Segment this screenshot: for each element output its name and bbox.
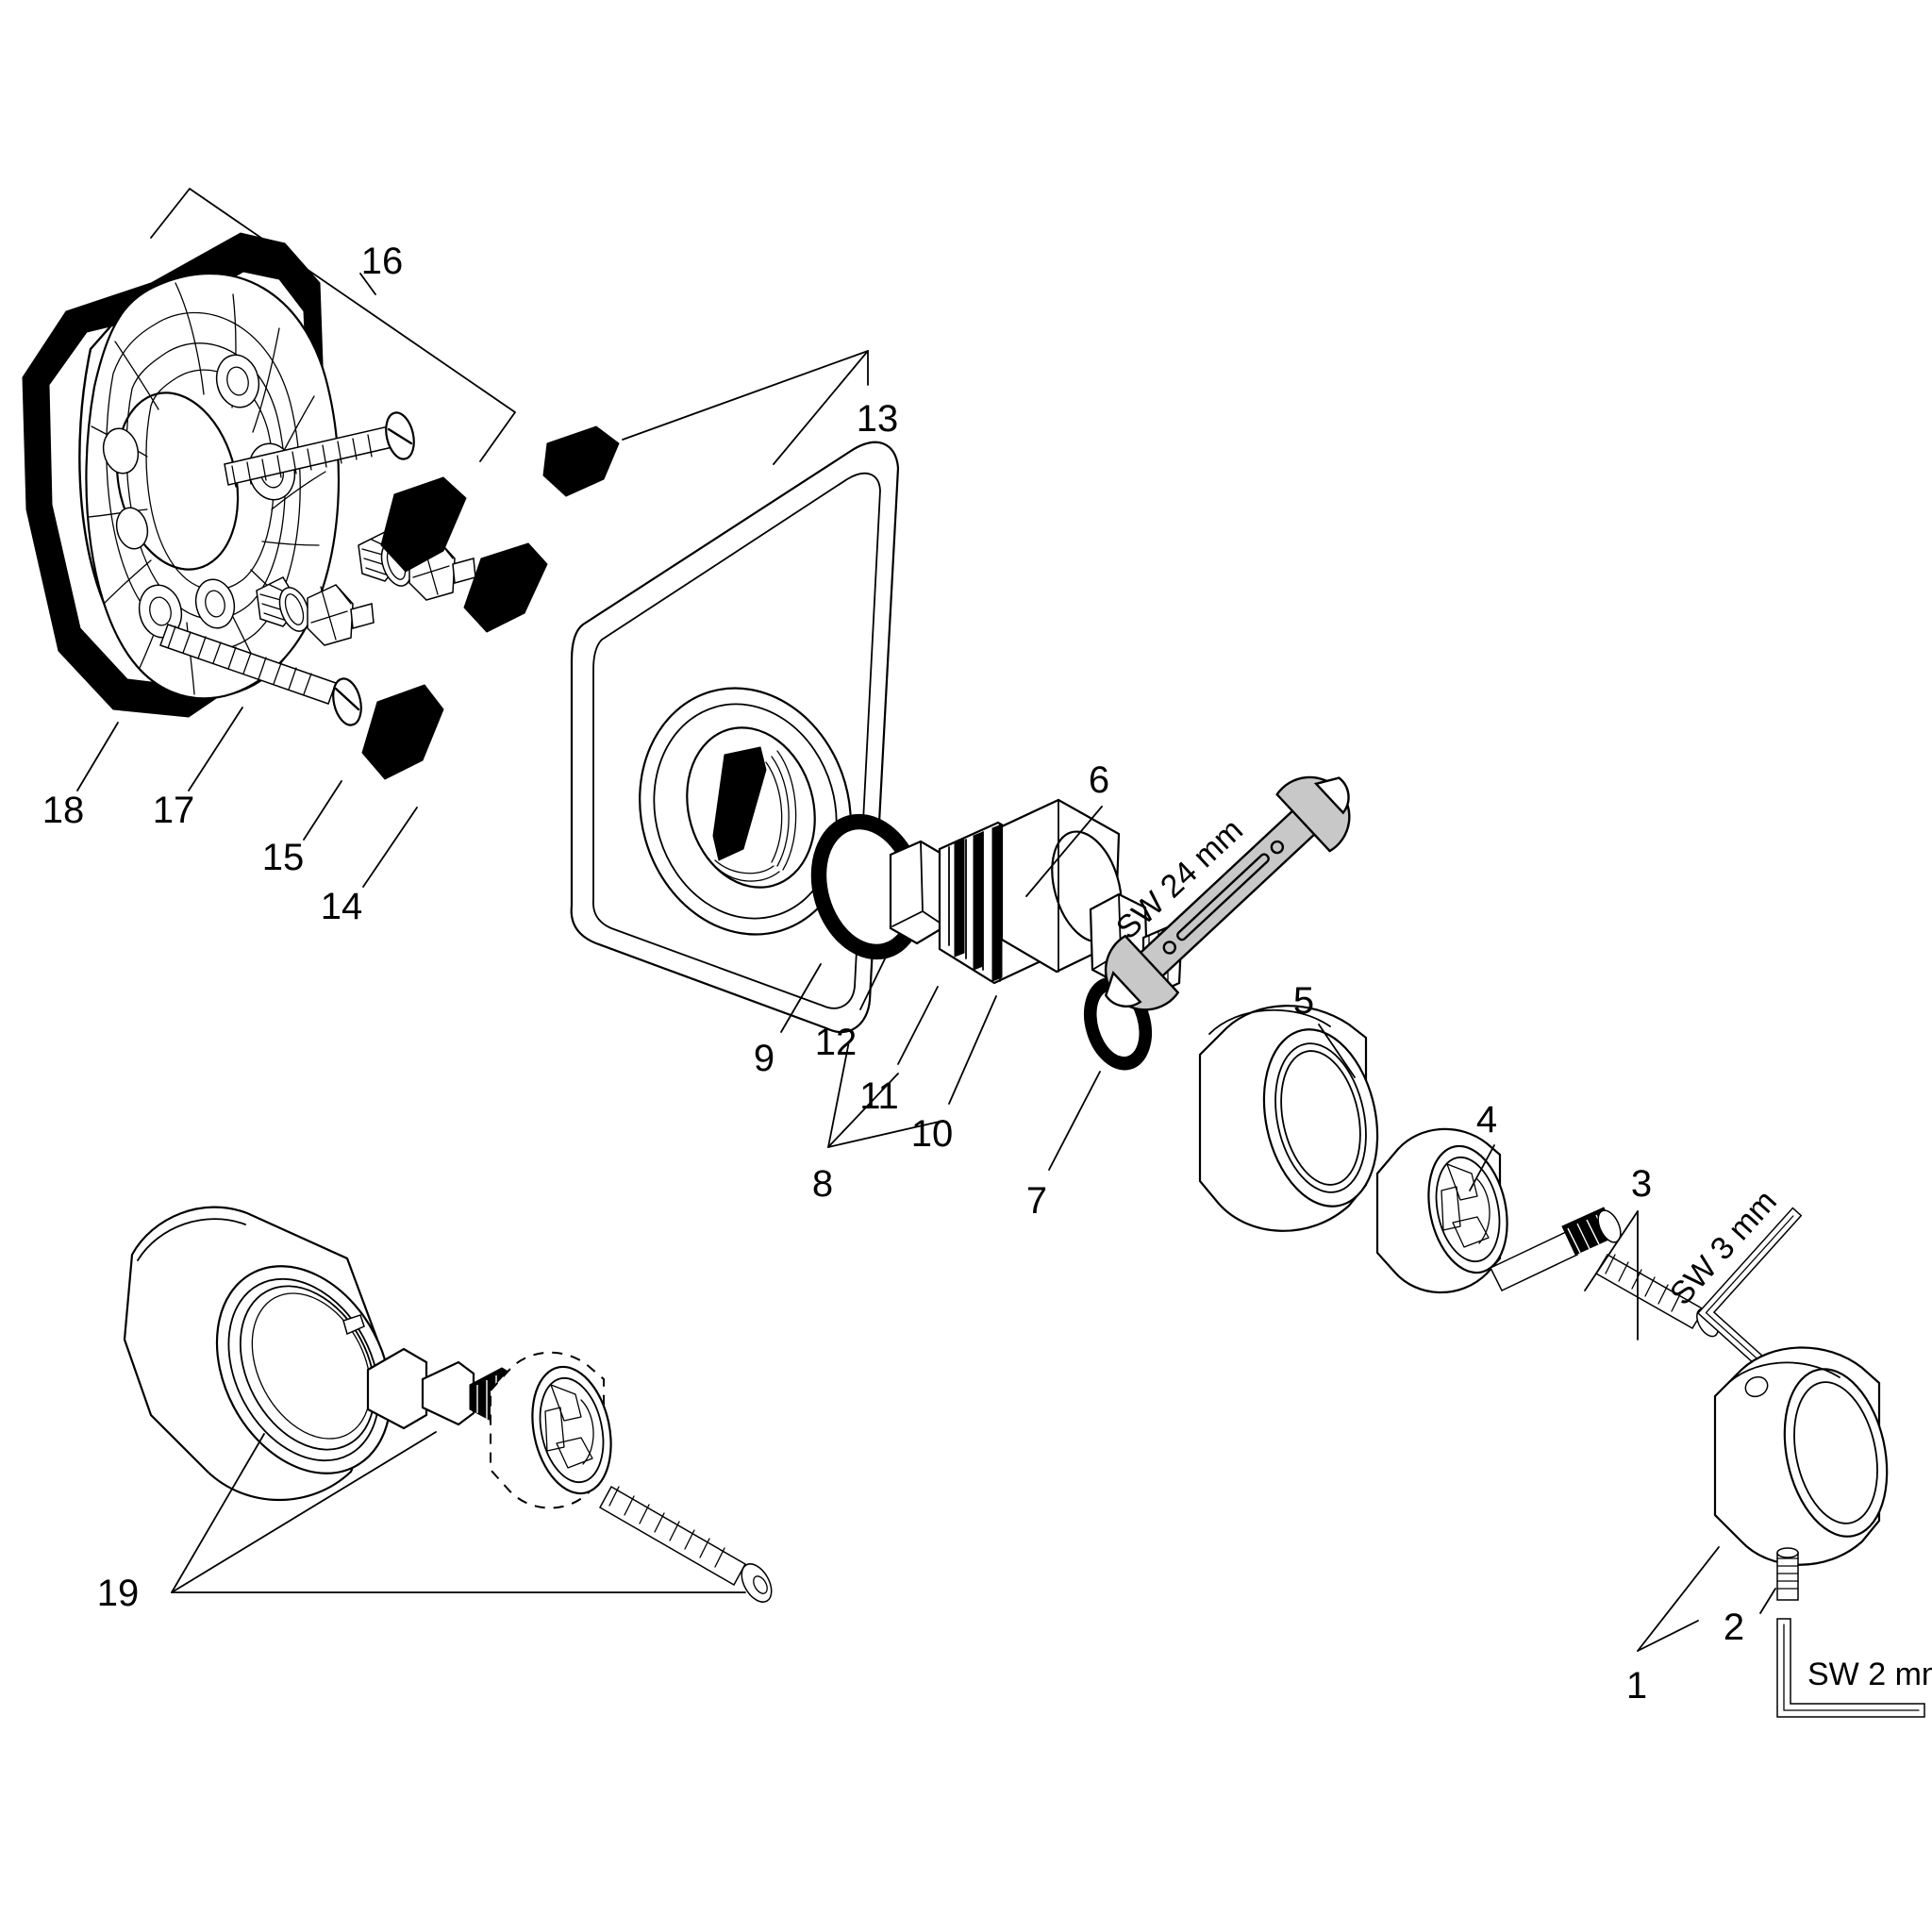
callout-12-leader [859,942,893,1010]
tool-label-sw2: SW 2 mm [1807,1657,1932,1692]
callout-label-10: 10 [911,1113,954,1155]
callout-6-leader [1025,806,1103,897]
callout-label-15: 15 [262,837,305,878]
part-1-handle-cap: 1 [1626,1346,1889,1707]
part-2-set-screw: 2 [1724,1547,1799,1648]
callout-1-bracket [1637,1546,1720,1652]
callout-15-leader [303,780,342,841]
callout-18-leader [76,722,119,791]
callout-7-leader [1048,1071,1101,1171]
callout-label-5: 5 [1293,980,1314,1022]
tool-sw24-open-end-wrench: SW 24 mm [1104,775,1351,1011]
callout-label-12: 12 [815,1022,858,1063]
callout-label-2: 2 [1724,1607,1744,1648]
callout-9-leader [780,963,822,1033]
callout-label-9: 9 [754,1038,774,1079]
callout-3-bracket [1584,1210,1639,1341]
callout-label-19: 19 [97,1573,140,1614]
callout-19-bracket [171,1431,746,1593]
callout-label-13: 13 [857,398,899,440]
callout-2-leader [1759,1588,1776,1614]
callout-label-18: 18 [42,790,85,831]
part-4-handle-adapter: 4 [1375,1099,1508,1294]
part-19-handle-assembly-group: 19 [97,1206,773,1614]
part-11-cartridge-nut [889,840,947,945]
callout-label-8: 8 [812,1163,833,1205]
callout-17-leader [188,707,243,791]
part-8-cartridge-group: 12 11 10 8 7 [810,798,1183,1222]
callout-8-bracket [827,1041,944,1148]
callout-label-14: 14 [321,886,363,927]
handle-adapter-ghost [490,1351,612,1509]
callout-11-leader [897,986,939,1065]
part-17-mounting-screw-upper [224,411,415,488]
part-13-plate-clips: 13 [361,350,899,780]
callout-label-7: 7 [1026,1180,1047,1222]
tool-sw2-hex-key: SW 2 mm [1776,1618,1932,1718]
callout-label-17: 17 [153,790,195,831]
part-9-escutcheon-plate: 9 [570,441,900,1079]
part-14-expansion-dowels: 14 [307,539,476,927]
callout-label-4: 4 [1476,1099,1497,1141]
callout-label-1: 1 [1626,1665,1647,1707]
callout-4-leader [1469,1144,1495,1191]
part-5-handle-sleeve: 5 [1198,980,1379,1232]
callout-label-3: 3 [1631,1163,1652,1205]
handle-face-ring [215,1265,392,1474]
callout-5-leader [1318,1024,1356,1078]
callout-label-11: 11 [859,1075,899,1117]
callout-label-16: 16 [361,241,404,282]
base-housing-front-plate [85,272,341,700]
part-17-mounting-screw-lower [159,624,362,726]
callout-label-6: 6 [1089,759,1109,801]
callout-10-leader [948,995,997,1105]
callout-13-bracket [622,350,869,465]
part-3-grub-screw-set: 3 [1489,1163,1719,1341]
callout-16-bracket [150,188,516,462]
callout-14-leader [362,807,418,888]
